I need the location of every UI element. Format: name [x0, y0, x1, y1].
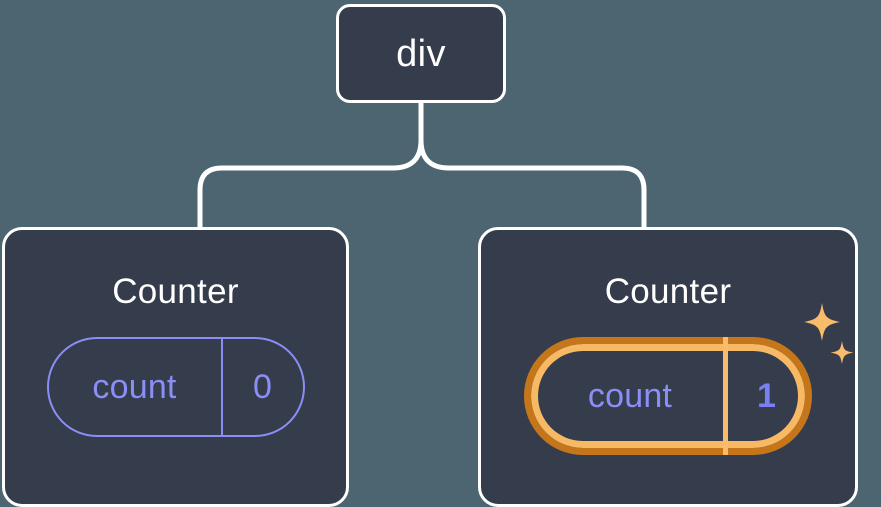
node-counter-left[interactable]: Counter count 0 [2, 227, 349, 507]
state-divider [220, 339, 223, 435]
sparkle-icon [804, 303, 840, 341]
node-div[interactable]: div [336, 4, 506, 103]
state-pill-wrapper: count 0 [46, 337, 305, 437]
connector-to-left-child [197, 100, 424, 230]
diagram-canvas: div Counter count 0 Counter count 1 [2, 4, 858, 507]
state-divider [723, 337, 728, 455]
connector-lines [197, 100, 647, 230]
sparkle-icon [830, 341, 854, 364]
state-key: count [587, 377, 673, 415]
connector-to-right-child [418, 100, 647, 230]
node-counter-right[interactable]: Counter count 1 [478, 227, 858, 507]
state-value: 1 [756, 377, 777, 415]
state-pill[interactable]: count 0 [46, 337, 305, 437]
state-value: 0 [252, 368, 273, 406]
state-key: count [92, 368, 177, 406]
state-pill-wrapper: count 1 [524, 303, 854, 455]
node-title: div [396, 32, 446, 75]
node-title: Counter [604, 272, 732, 311]
node-title: Counter [112, 272, 239, 311]
state-pill-highlighted[interactable]: count 1 [524, 337, 812, 455]
